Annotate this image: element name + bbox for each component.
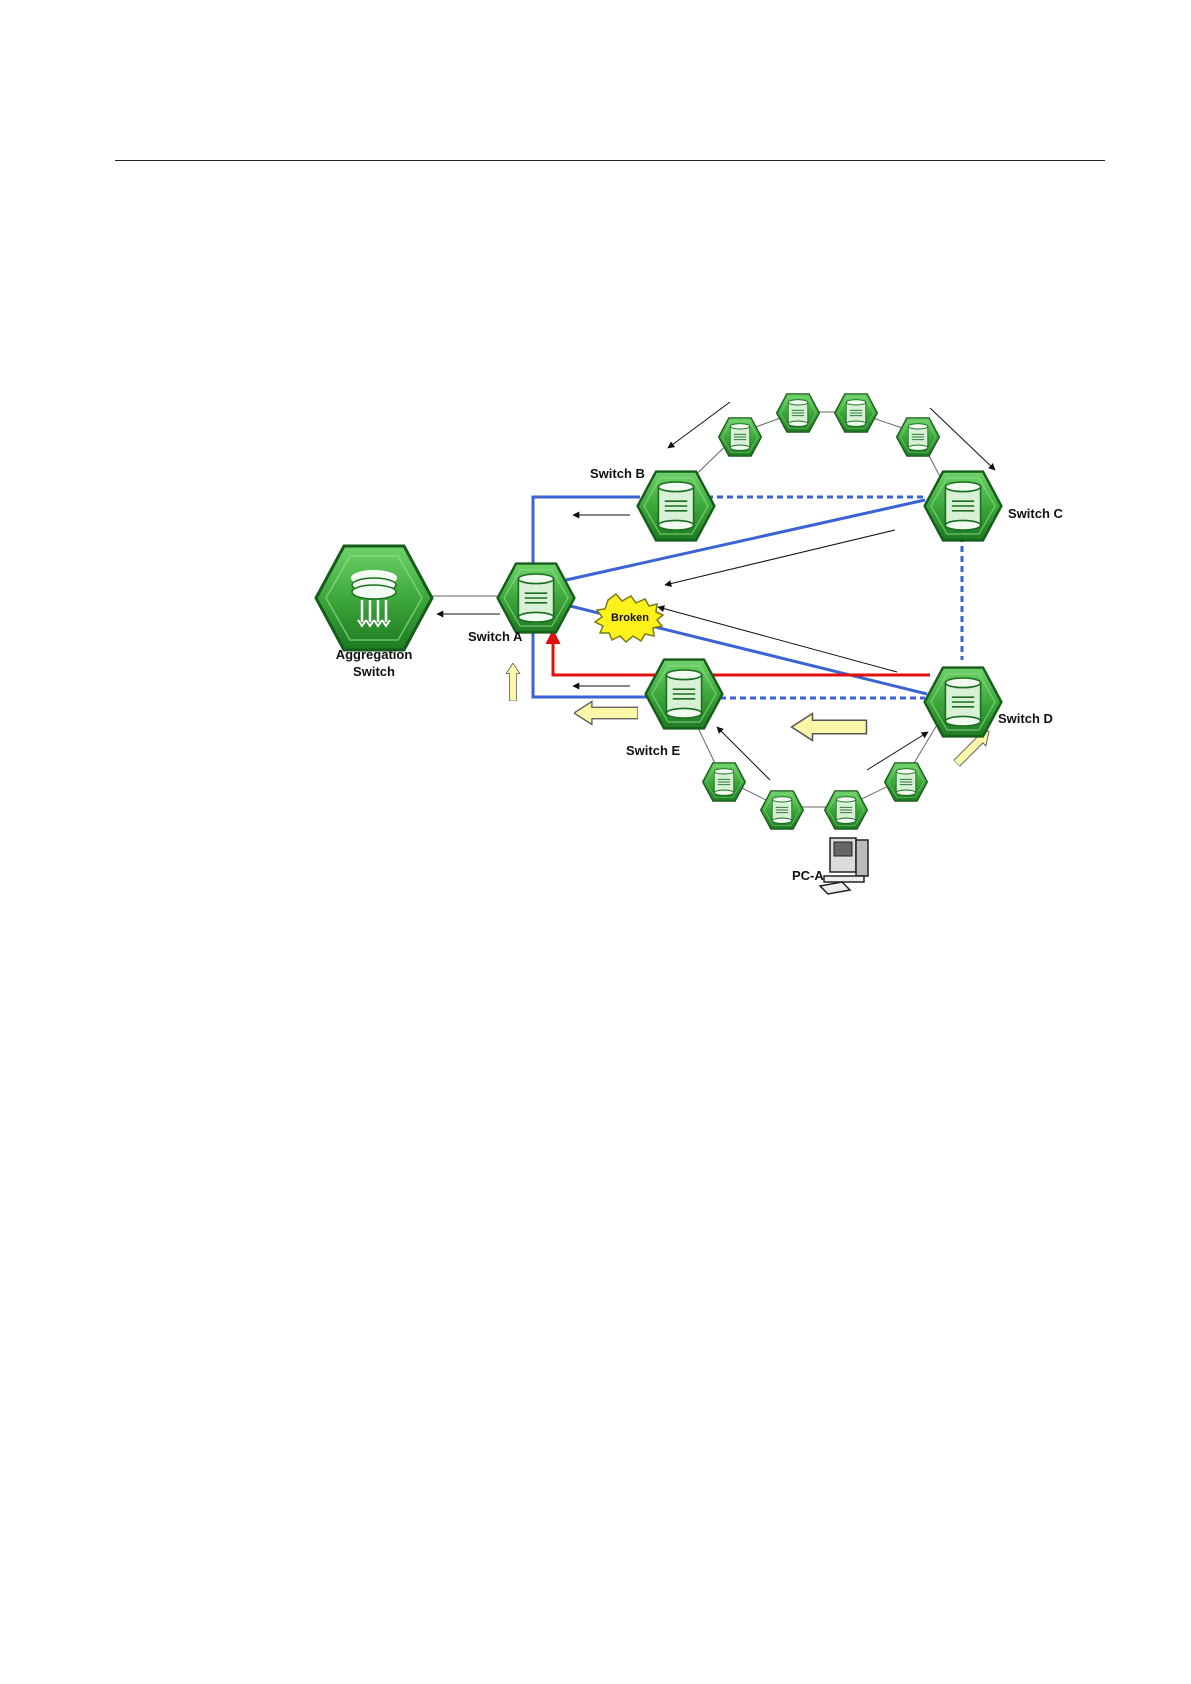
switch-e-icon — [646, 660, 723, 729]
aggregation-label-line2: Switch — [353, 664, 395, 679]
ring-switch-icon — [897, 418, 940, 456]
switch-nodes — [316, 394, 1001, 829]
ring-switch-icon — [835, 394, 878, 432]
aggregation-label-line1: Aggregation — [336, 647, 413, 662]
aggregation-switch-icon — [316, 546, 432, 650]
pc-a-label: PC-A — [792, 868, 824, 883]
failover-path — [553, 632, 930, 675]
ring-switch-icon — [703, 763, 746, 801]
switch-b-icon — [638, 472, 715, 541]
computer-icon — [820, 838, 868, 894]
broken-label: Broken — [611, 612, 649, 624]
switch-d-icon — [925, 668, 1002, 737]
ring-switch-icon — [885, 763, 928, 801]
switch-a-label: Switch A — [468, 629, 523, 644]
ring-links — [533, 497, 962, 698]
ring-switch-icon — [825, 791, 868, 829]
switch-a-icon — [498, 564, 575, 633]
flow-arrows — [506, 663, 995, 769]
switch-b-label: Switch B — [590, 466, 645, 481]
switch-c-icon — [925, 472, 1002, 541]
ring-switch-icon — [777, 394, 820, 432]
ring-switch-icon — [719, 418, 762, 456]
switch-d-label: Switch D — [998, 711, 1053, 726]
switch-e-label: Switch E — [626, 743, 681, 758]
ring-switch-icon — [761, 791, 804, 829]
switch-c-label: Switch C — [1008, 506, 1064, 521]
